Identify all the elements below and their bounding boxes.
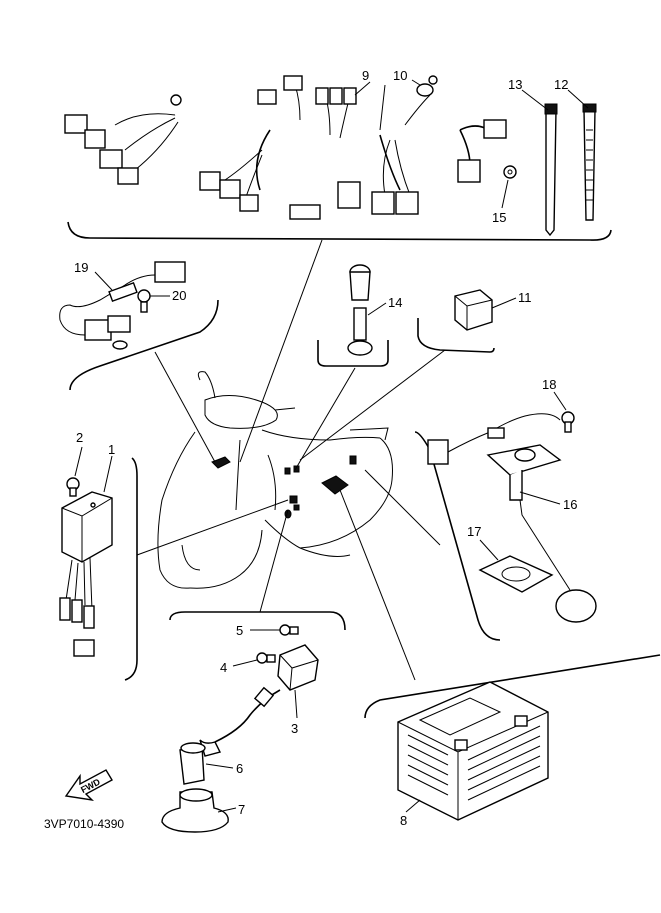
battery-group [364, 654, 661, 821]
callout-6: 6 [236, 761, 243, 776]
callout-12: 12 [554, 77, 568, 92]
fuel-sender-group [414, 411, 597, 641]
callout-2: 2 [76, 430, 83, 445]
callout-8: 8 [400, 813, 407, 828]
wire-harness-group [64, 75, 612, 241]
callout-20: 20 [172, 288, 186, 303]
relay-11-group [417, 289, 495, 353]
sub-lead-group [59, 261, 219, 391]
leader-lines [74, 79, 589, 813]
scooter-silhouette [157, 371, 393, 589]
callout-5: 5 [236, 623, 243, 638]
callout-11: 11 [518, 290, 532, 305]
callout-4: 4 [220, 660, 227, 675]
callout-13: 13 [508, 77, 522, 92]
fwd-arrow-icon: FWD [64, 769, 113, 802]
callout-18: 18 [542, 377, 556, 392]
ignition-coil-group [161, 611, 346, 833]
callout-3: 3 [291, 721, 298, 736]
clip-15 [503, 165, 517, 179]
cdi-unit-group [59, 457, 138, 681]
callout-7: 7 [238, 802, 245, 817]
sensor-14-group [317, 264, 389, 367]
band-12 [582, 103, 597, 221]
callout-1: 1 [108, 442, 115, 457]
callout-19: 19 [74, 260, 88, 275]
diagram-code: 3VP7010-4390 [44, 817, 124, 831]
cable-tie-13 [544, 103, 558, 237]
callout-10: 10 [393, 68, 407, 83]
callout-15: 15 [492, 210, 506, 225]
callout-16: 16 [563, 497, 577, 512]
callout-9: 9 [362, 68, 369, 83]
callout-14: 14 [388, 295, 402, 310]
callout-17: 17 [467, 524, 481, 539]
callout-labels: 9 10 13 12 15 19 20 14 11 18 2 1 16 17 5… [74, 68, 577, 828]
